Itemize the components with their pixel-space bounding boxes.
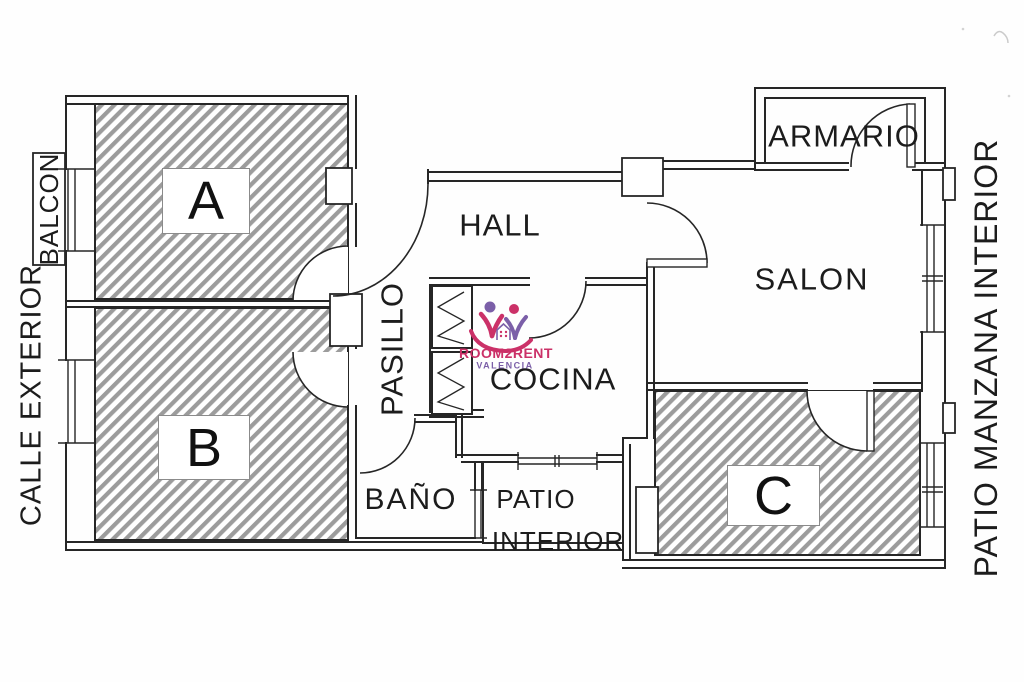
room-c-label-box: C [727,465,820,526]
patio-interior-label-line2: INTERIOR [491,526,625,556]
cocina-label: COCINA [489,361,617,397]
closet-symbols [431,285,473,415]
pasillo-label: PASILLO [374,282,410,416]
armario-label: ARMARIO [768,118,920,154]
room2rent-city-text: VALENCIA [476,360,534,371]
scan-artifacts [961,27,1011,98]
room2rent-brand-text: ROOM2RENT [459,345,553,361]
patio-manzana-interior-label: PATIO MANZANA INTERIOR [968,138,1004,578]
room-b-label: B [185,417,223,478]
wall-niches [32,152,956,554]
door-swing-notches [293,246,867,451]
calle-exterior-label: CALLE EXTERIOR [15,263,48,527]
salon-label: SALON [754,261,870,297]
patio-interior-label-line1: PATIO [496,484,576,514]
window-symbols [58,168,945,539]
bano-label: BAÑO [364,483,458,516]
room-a-label: A [187,171,225,231]
room-c-label: C [754,465,793,526]
hall-label: HALL [459,207,541,243]
room-b-label-box: B [158,415,250,480]
room2rent-logo-icon [469,301,533,354]
door-arcs [292,103,916,474]
room-a-label-box: A [162,168,250,234]
balcon-label: BALCON [34,152,64,266]
